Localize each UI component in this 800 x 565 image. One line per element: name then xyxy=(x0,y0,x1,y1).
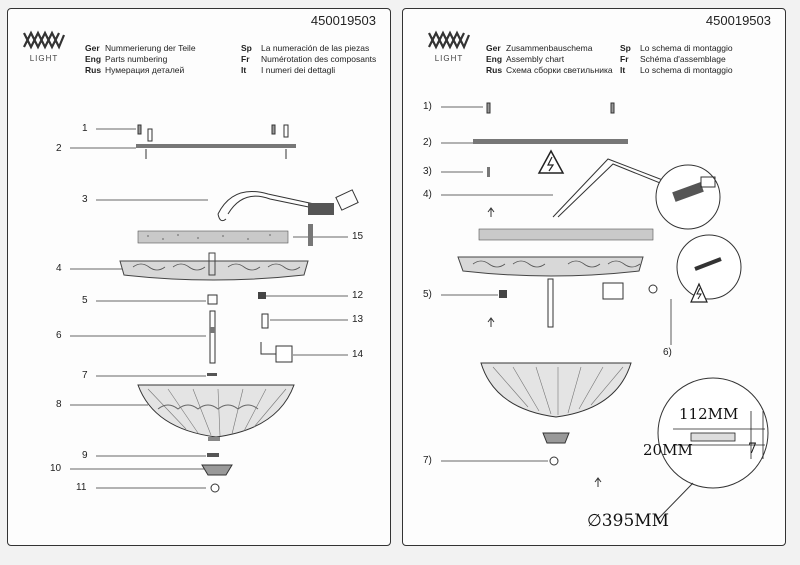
logo-icon xyxy=(428,30,471,50)
part-label: 3 xyxy=(82,194,88,205)
step-label: 4) xyxy=(423,189,432,200)
step-label: 2) xyxy=(423,137,432,148)
part-label: 12 xyxy=(352,290,364,301)
logo-text: LIGHT xyxy=(29,54,59,63)
part-label: 1 xyxy=(82,123,88,134)
part-label: 15 xyxy=(352,231,364,242)
dimension-width: 112MM xyxy=(679,405,739,423)
parts-drawing xyxy=(70,124,359,493)
part-label: 10 xyxy=(50,463,62,474)
logo-icon xyxy=(23,30,66,50)
part-label: 5 xyxy=(82,295,88,306)
dimension-diameter: ∅395MM xyxy=(587,511,670,531)
part-label: 14 xyxy=(352,349,364,360)
step-label: 6) xyxy=(663,347,672,358)
part-label: 4 xyxy=(56,263,62,274)
part-label: 13 xyxy=(352,314,364,325)
dimension-small: 20MM xyxy=(643,441,693,459)
step-label: 3) xyxy=(423,166,432,177)
step-label: 1) xyxy=(423,101,432,112)
product-code: 450019503 xyxy=(310,13,376,28)
part-label: 11 xyxy=(76,482,87,493)
logo-text: LIGHT xyxy=(434,54,464,63)
step-label: 7) xyxy=(423,455,432,466)
brand-logo: LIGHT xyxy=(427,27,471,63)
product-code: 450019503 xyxy=(705,13,771,28)
part-label: 8 xyxy=(56,399,62,410)
assembly-drawing xyxy=(441,102,769,520)
part-label: 2 xyxy=(56,143,62,154)
part-label: 6 xyxy=(56,330,62,341)
part-label: 9 xyxy=(82,450,88,461)
brand-logo: LIGHT xyxy=(22,27,66,63)
part-label: 7 xyxy=(82,370,88,381)
step-label: 5) xyxy=(423,289,432,300)
dimension-height: 7 xyxy=(748,441,757,457)
